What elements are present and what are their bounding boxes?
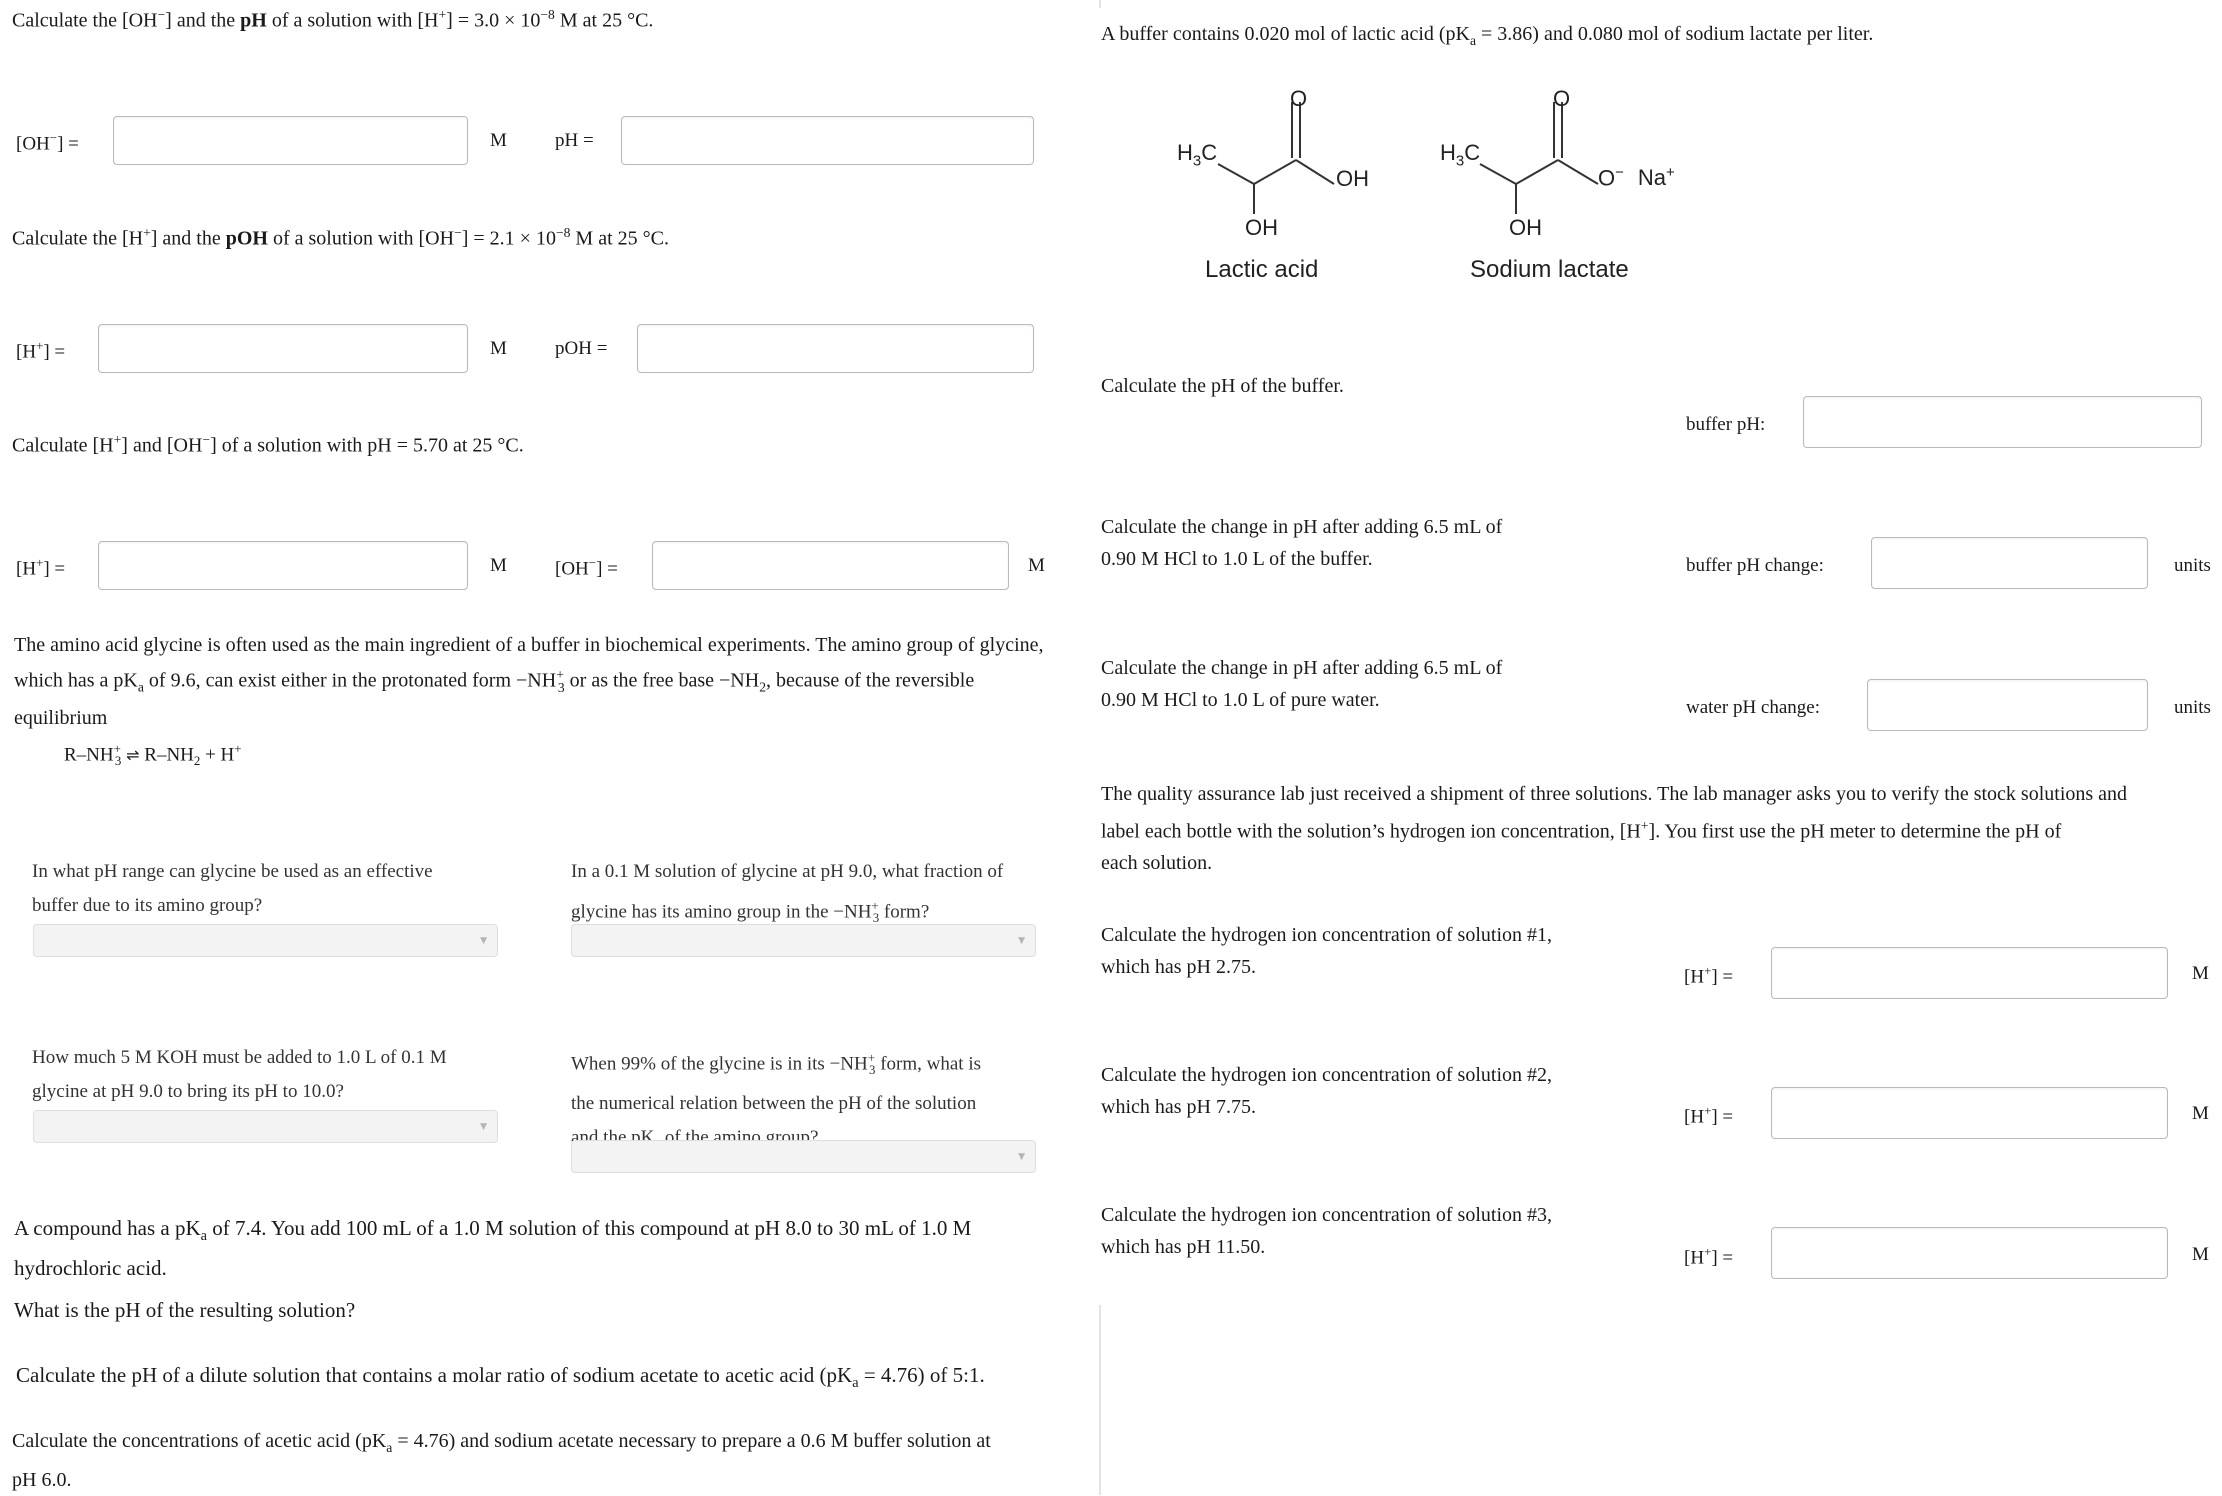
q3-prompt: Calculate [H+] and [OH−] of a solution w… xyxy=(12,432,524,457)
chevron-down-icon: ▼ xyxy=(480,935,487,946)
q1-prompt: Calculate the [OH−] and the pH of a solu… xyxy=(12,7,654,32)
oh-label-q3: [OH−] = xyxy=(555,555,618,580)
buffer-prompt: A buffer contains 0.020 mol of lactic ac… xyxy=(1101,23,1874,48)
h-label-s1: [H+] = xyxy=(1684,963,1734,988)
glycine-qc: How much 5 M KOH must be added to 1.0 L … xyxy=(32,1047,447,1102)
glycine-qa: In what pH range can glycine be used as … xyxy=(32,861,433,916)
lactic-o: O xyxy=(1290,86,1308,111)
glycine-line1: The amino acid glycine is often used as … xyxy=(14,634,1044,656)
acetate-ratio-prompt: Calculate the pH of a dilute solution th… xyxy=(16,1363,985,1392)
compound-prompt: A compound has a pKa of 7.4. You add 100… xyxy=(14,1216,972,1323)
water-change-input[interactable] xyxy=(1867,679,2148,731)
lactate-structures xyxy=(1217,102,1599,214)
bond xyxy=(1479,163,1517,185)
h-input-s1[interactable] xyxy=(1771,947,2168,999)
poh-input[interactable] xyxy=(637,324,1034,373)
h-label-s2: [H+] = xyxy=(1684,1103,1734,1128)
h-input-s2[interactable] xyxy=(1771,1087,2168,1139)
oh-unit: M xyxy=(490,130,507,151)
buffer-ph-label: buffer pH: xyxy=(1686,414,1766,435)
glycine-line3: equilibrium xyxy=(14,706,108,729)
units-label-1: units xyxy=(2174,555,2211,576)
bond xyxy=(1295,159,1335,185)
lactic-oh: OH xyxy=(1245,215,1278,240)
solution1-prompt: Calculate the hydrogen ion concentration… xyxy=(1101,924,1552,978)
ph-label: pH = xyxy=(555,130,594,151)
solution3-prompt: Calculate the hydrogen ion concentration… xyxy=(1101,1204,1552,1258)
solution2-prompt: Calculate the hydrogen ion concentration… xyxy=(1101,1064,1552,1118)
poh-label: pOH = xyxy=(555,338,608,359)
lactate-oh: OH xyxy=(1509,215,1542,240)
bond xyxy=(1217,163,1255,185)
ph-input[interactable] xyxy=(621,116,1034,165)
glycine-line2: which has a pKa of 9.6, can exist either… xyxy=(14,667,975,695)
buffer-ph-input[interactable] xyxy=(1803,396,2202,448)
buffer-hcl-prompt: Calculate the change in pH after adding … xyxy=(1101,516,1503,570)
h-input-s3[interactable] xyxy=(1771,1227,2168,1279)
m-unit-s1: M xyxy=(2192,963,2209,984)
h-unit-q2: M xyxy=(490,338,507,359)
buffer-change-label: buffer pH change: xyxy=(1686,555,1824,576)
koh-dropdown[interactable]: ▼ xyxy=(33,1110,498,1143)
bond xyxy=(1557,159,1599,185)
column-divider-top xyxy=(1099,0,1101,8)
bond xyxy=(1515,159,1559,185)
bond xyxy=(1253,159,1297,185)
chevron-down-icon: ▼ xyxy=(1018,1151,1025,1162)
relation-dropdown[interactable]: ▼ xyxy=(571,1140,1036,1173)
glycine-equilibrium: R–NH+3 ⇌ R–NH2 + H+ xyxy=(64,741,242,769)
h-unit-q3: M xyxy=(490,555,507,576)
h-input-q3[interactable] xyxy=(98,541,468,590)
m-unit-s3: M xyxy=(2192,1244,2209,1265)
lactate-ominus-na: O−Na+ xyxy=(1598,164,1675,191)
chevron-down-icon: ▼ xyxy=(1018,935,1025,946)
water-hcl-prompt: Calculate the change in pH after adding … xyxy=(1101,657,1503,711)
column-divider-bottom xyxy=(1099,1305,1101,1495)
water-change-label: water pH change: xyxy=(1686,697,1820,718)
lactic-h3c: H3C xyxy=(1177,140,1218,170)
h-input-q2[interactable] xyxy=(98,324,468,373)
m-unit-s2: M xyxy=(2192,1103,2209,1124)
lactic-oh-acid: OH xyxy=(1336,166,1369,191)
buffer-range-dropdown[interactable]: ▼ xyxy=(33,924,498,957)
fraction-dropdown[interactable]: ▼ xyxy=(571,924,1036,957)
sodium-lactate-name: Sodium lactate xyxy=(1470,256,1629,283)
units-label-2: units xyxy=(2174,697,2211,718)
h-label-q3: [H+] = xyxy=(16,555,66,580)
buffer-ph-prompt: Calculate the pH of the buffer. xyxy=(1101,375,1344,397)
glycine-intro: The amino acid glycine is often used as … xyxy=(14,630,1044,733)
buffer-change-input[interactable] xyxy=(1871,537,2148,589)
oh-label: [OH−] = xyxy=(16,130,79,155)
qa-lab-prompt: The quality assurance lab just received … xyxy=(1101,783,2128,874)
q2-prompt: Calculate the [H+] and the pOH of a solu… xyxy=(12,225,669,250)
oh-input-q3[interactable] xyxy=(652,541,1009,590)
glycine-qb: In a 0.1 M solution of glycine at pH 9.0… xyxy=(571,861,1004,926)
acetate-conc-prompt: Calculate the concentrations of acetic a… xyxy=(12,1430,991,1491)
lactate-o: O xyxy=(1553,86,1571,111)
h-label-q2: [H+] = xyxy=(16,338,66,363)
h-label-s3: [H+] = xyxy=(1684,1244,1734,1269)
chevron-down-icon: ▼ xyxy=(480,1121,487,1132)
lactate-h3c: H3C xyxy=(1440,140,1481,170)
oh-unit-q3: M xyxy=(1028,555,1045,576)
oh-input[interactable] xyxy=(113,116,468,165)
lactic-acid-name: Lactic acid xyxy=(1205,256,1319,283)
